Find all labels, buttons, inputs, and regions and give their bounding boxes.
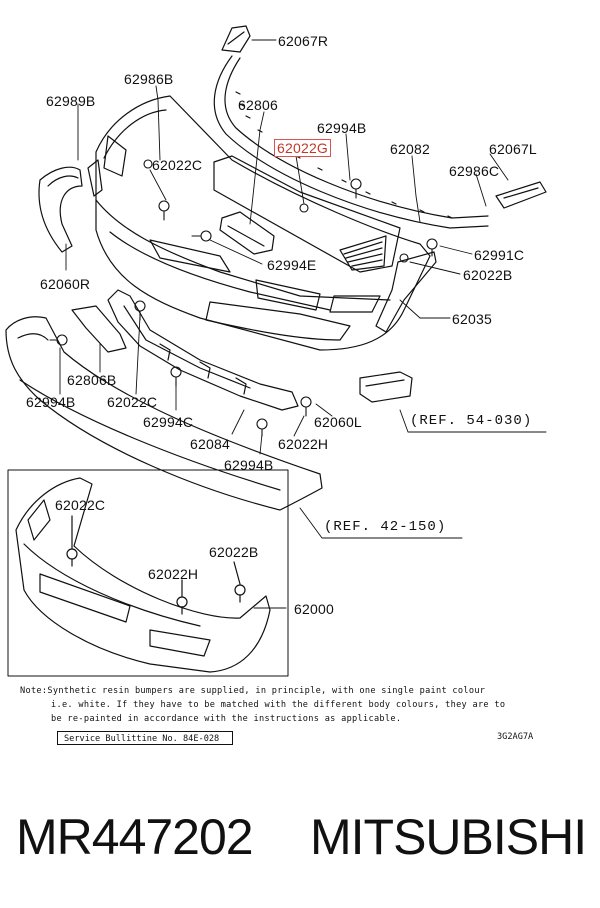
label-62022C-mid: 62022C	[107, 394, 158, 410]
label-62060L: 62060L	[314, 414, 362, 430]
part-ref-54030-bracket	[359, 371, 413, 403]
lower-apron	[5, 316, 323, 511]
part-62067L-bracket	[495, 181, 547, 209]
ref-54-030: (REF. 54-030)	[410, 413, 533, 429]
label-62067R: 62067R	[278, 33, 329, 49]
label-62994B-top: 62994B	[317, 120, 367, 136]
label-62022C-inset: 62022C	[55, 497, 106, 513]
label-62022B-inset: 62022B	[209, 544, 259, 560]
label-62022G-highlighted[interactable]: 62022G	[274, 139, 332, 157]
label-62986B: 62986B	[124, 71, 174, 87]
label-62991C: 62991C	[474, 247, 525, 263]
fasteners	[49, 159, 438, 437]
part-62806B-bracket	[71, 305, 127, 353]
part-62067R-bracket	[221, 25, 251, 53]
label-62806: 62806	[238, 97, 278, 113]
label-62986C: 62986C	[449, 163, 500, 179]
footer-part-number: MR447202	[16, 809, 254, 865]
label-62989B: 62989B	[46, 93, 96, 109]
leader-lines	[59, 39, 547, 609]
label-62022H-inset: 62022H	[148, 566, 199, 582]
label-62994B-left: 62994B	[26, 394, 76, 410]
label-62022B-top: 62022B	[463, 267, 513, 283]
label-62000: 62000	[294, 601, 334, 617]
note-line-2: i.e. white. If they have to be matched w…	[51, 700, 506, 710]
label-62035: 62035	[452, 311, 492, 327]
label-62082: 62082	[390, 141, 430, 157]
parts-diagram	[5, 25, 547, 677]
part-62060R-garnish	[38, 166, 83, 253]
label-62994C: 62994C	[143, 414, 194, 430]
service-bulletin-box: Service Bullittine No. 84E-028	[57, 731, 233, 745]
note-line-3: be re-painted in accordance with the ins…	[51, 714, 402, 724]
label-62022H-mid: 62022H	[278, 436, 329, 452]
grille-panel	[213, 155, 401, 273]
label-62060R: 62060R	[40, 276, 91, 292]
label-62994E: 62994E	[267, 257, 317, 273]
inset-box	[7, 469, 289, 677]
diagram-code: 3G2AG7A	[497, 732, 534, 742]
ref-42-150: (REF. 42-150)	[324, 519, 447, 535]
part-62060L-garnish	[375, 251, 437, 333]
label-62067L: 62067L	[489, 141, 537, 157]
part-62082-retainer	[213, 55, 489, 229]
label-62022C-top: 62022C	[152, 157, 203, 173]
part-62806-bracket	[219, 211, 275, 255]
label-62994B-bottom: 62994B	[224, 457, 274, 473]
note-line-1: Note:Synthetic resin bumpers are supplie…	[20, 686, 486, 696]
label-62084: 62084	[190, 436, 230, 452]
footer-brand: MITSUBISHI	[310, 809, 587, 865]
label-62806B: 62806B	[67, 372, 117, 388]
part-62084-reinforcement	[107, 289, 299, 411]
